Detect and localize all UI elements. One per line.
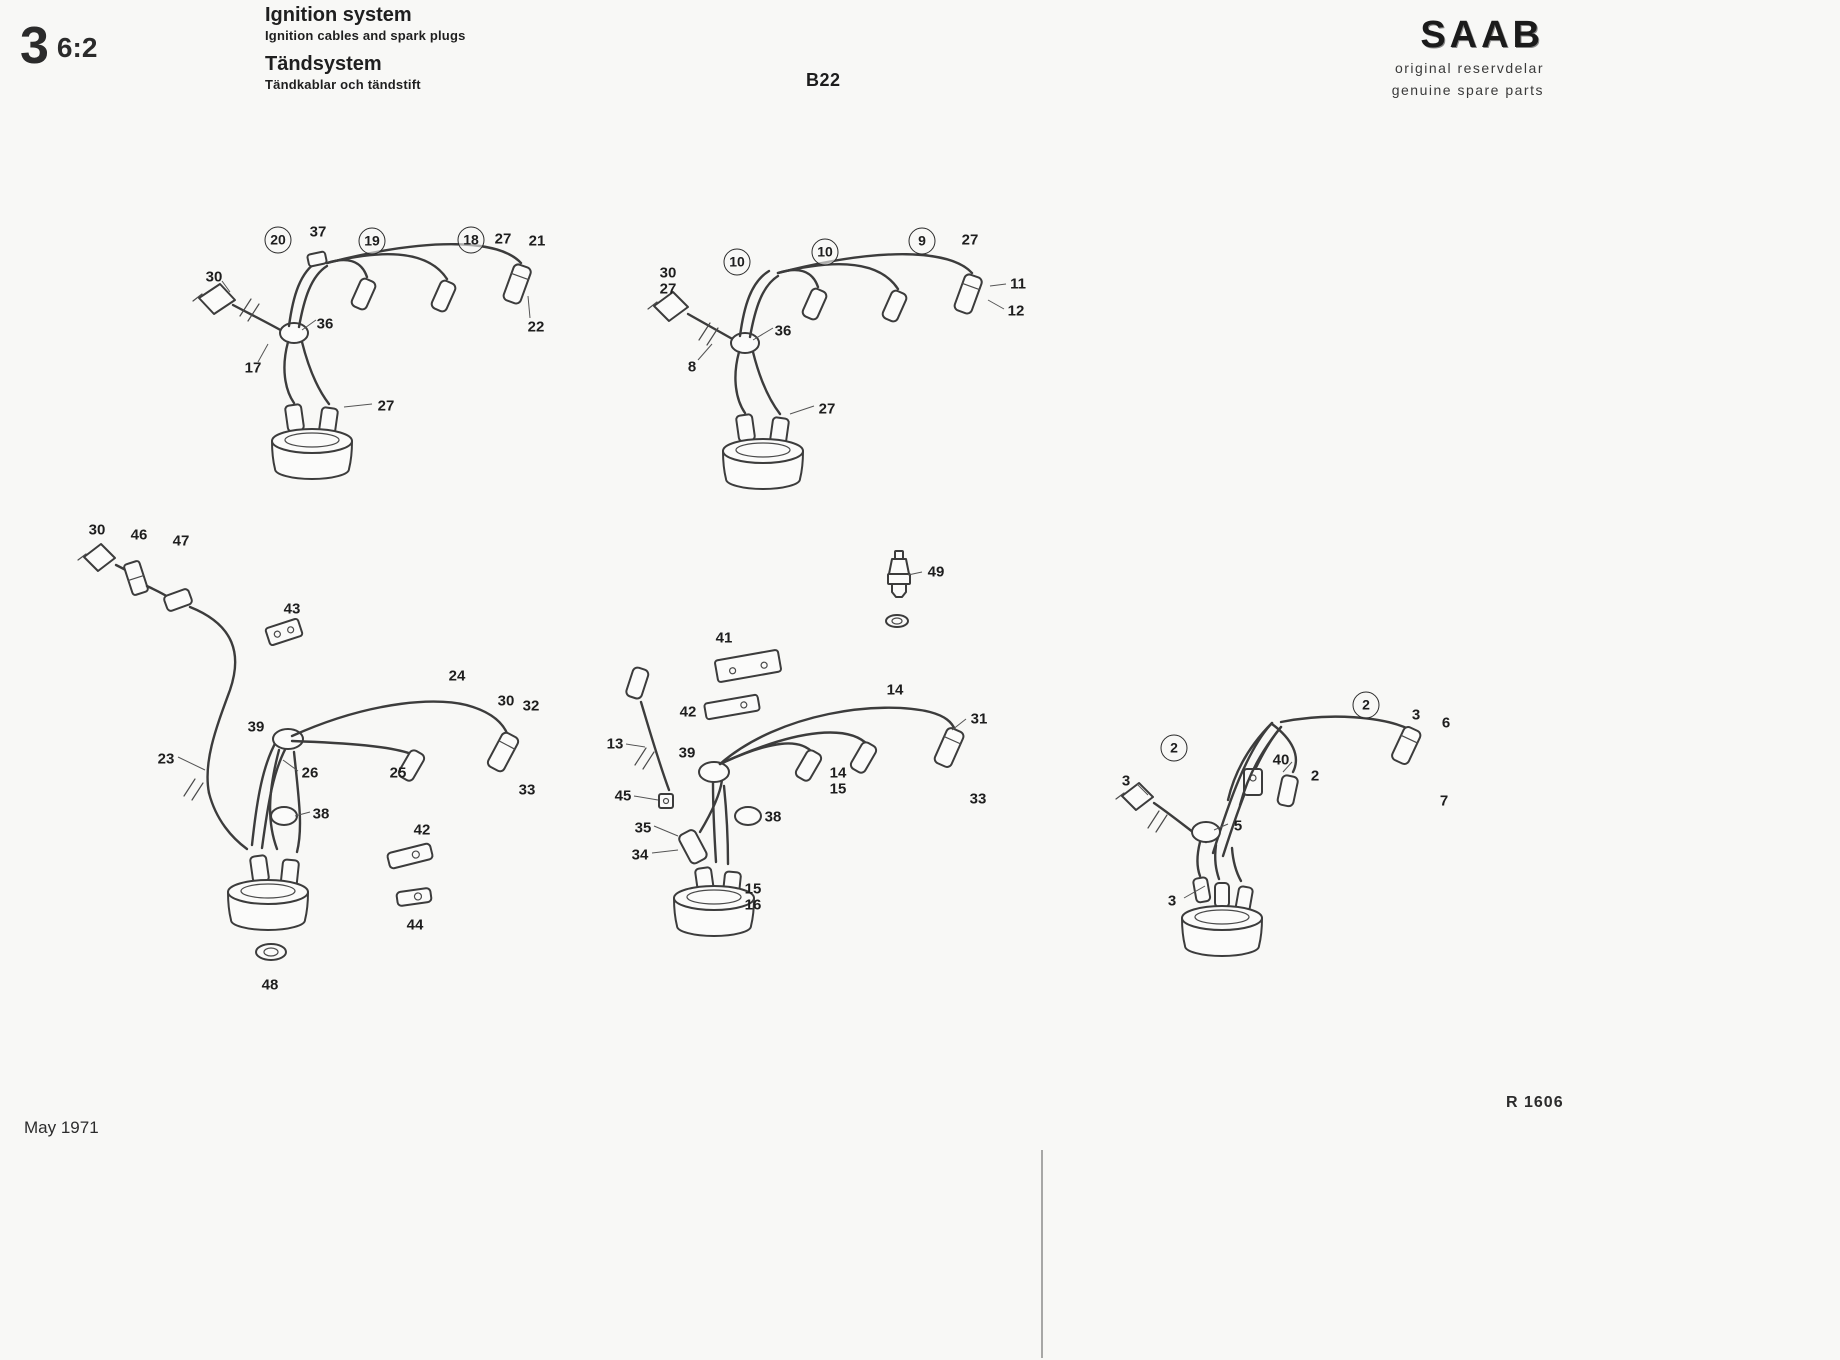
title-english: Ignition system xyxy=(265,4,412,26)
diagram-harness-assembly-2 xyxy=(647,253,983,490)
saab-logo: SAAB xyxy=(1420,14,1544,56)
engine-code-label: B22 xyxy=(806,70,841,90)
brand-line-swedish: original reservdelar xyxy=(1394,60,1544,76)
title-swedish: Tändsystem xyxy=(265,53,382,75)
section-sub-number: 6:2 xyxy=(56,32,98,63)
subtitle-english: Ignition cables and spark plugs xyxy=(265,28,466,43)
subtitle-swedish: Tändkablar och tändstift xyxy=(265,77,421,92)
section-number: 3 xyxy=(20,17,49,75)
title-block: Ignition system Ignition cables and spar… xyxy=(265,4,466,92)
brand-block: SAAB original reservdelar genuine spare … xyxy=(1244,16,1544,98)
reference-number: R 1606 xyxy=(1506,1094,1564,1111)
diagram-harness-assembly-4 xyxy=(625,550,965,937)
publication-date: May 1971 xyxy=(24,1118,99,1137)
diagram-harness-assembly-1 xyxy=(192,243,532,480)
diagram-harness-assembly-5 xyxy=(1115,715,1422,957)
diagram-harness-assembly-3 xyxy=(77,543,520,961)
spark-plug-figure xyxy=(887,550,911,598)
callout-leader-lines xyxy=(177,280,1293,899)
brand-line-english: genuine spare parts xyxy=(1391,82,1544,98)
